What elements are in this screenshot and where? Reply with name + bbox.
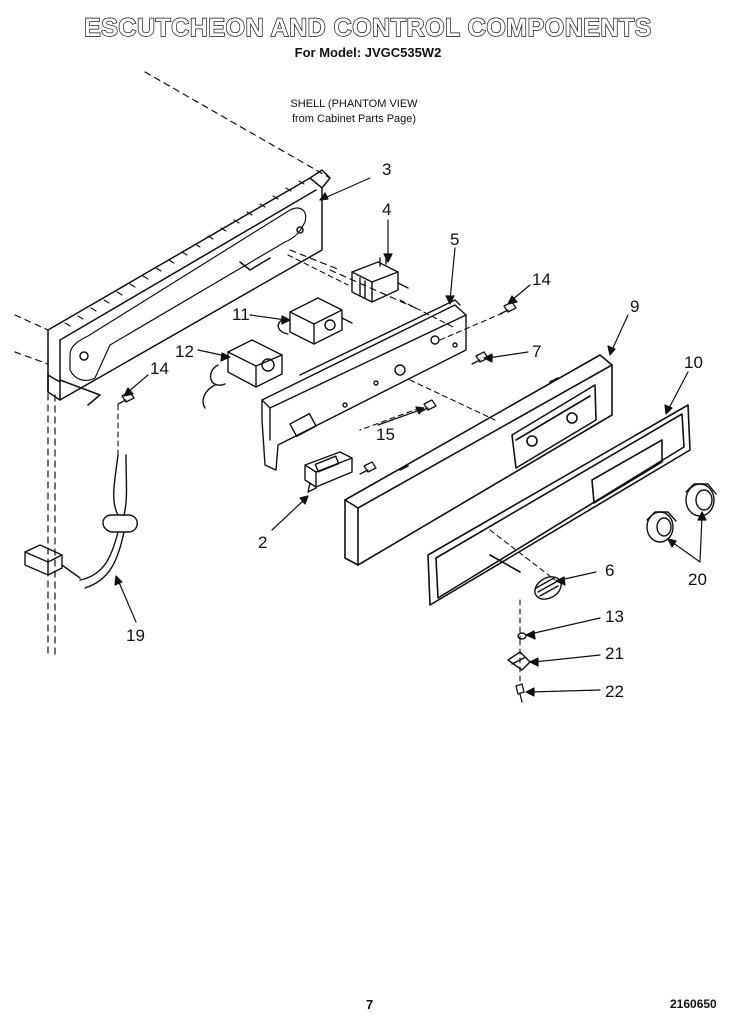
callout-6: 6 xyxy=(605,561,614,580)
rear-panel xyxy=(47,169,331,406)
callout-13: 13 xyxy=(605,607,624,626)
callout-numbers: 3 4 5 14 9 11 12 14 7 10 15 2 6 20 13 21… xyxy=(126,160,707,701)
note-line-2: from Cabinet Parts Page) xyxy=(291,113,417,125)
terminal-block xyxy=(304,451,353,493)
callout-9: 9 xyxy=(630,297,639,316)
document-number: 2160650 xyxy=(670,997,717,1011)
callout-11: 11 xyxy=(232,305,250,324)
power-cord xyxy=(24,454,138,589)
callout-22: 22 xyxy=(605,682,624,701)
control-bracket xyxy=(261,299,467,471)
clip xyxy=(507,651,531,671)
callout-2: 2 xyxy=(258,533,267,552)
selector-switch xyxy=(351,255,409,303)
model-subtitle: For Model: JVGC535W2 xyxy=(294,45,442,60)
callout-4: 4 xyxy=(382,200,391,219)
indicator-lens xyxy=(534,576,562,600)
guide-lines xyxy=(117,254,556,686)
leader-lines xyxy=(114,177,707,697)
thermostat xyxy=(202,339,283,409)
callout-3: 3 xyxy=(382,160,391,179)
knobs xyxy=(646,483,717,543)
callout-7: 7 xyxy=(532,342,541,361)
page-number: 7 xyxy=(366,997,374,1012)
note-line-1: SHELL (PHANTOM VIEW xyxy=(290,98,418,110)
callout-21: 21 xyxy=(605,644,624,663)
callout-10: 10 xyxy=(684,353,703,372)
phantom-shell xyxy=(14,71,421,656)
callout-15: 15 xyxy=(376,425,395,444)
diagram-title: ESCUTCHEON AND CONTROL COMPONENTS xyxy=(83,13,652,42)
shell-phantom-note: SHELL (PHANTOM VIEW from Cabinet Parts P… xyxy=(244,97,464,127)
callout-19: 19 xyxy=(126,626,145,645)
callout-5: 5 xyxy=(450,230,459,249)
callout-12: 12 xyxy=(175,342,194,361)
callout-14-right: 14 xyxy=(532,270,551,289)
timer-control xyxy=(277,297,353,345)
washer xyxy=(517,632,527,640)
escutcheon xyxy=(344,354,613,566)
bezel-overlay xyxy=(427,404,691,606)
screws xyxy=(117,301,525,703)
callout-20: 20 xyxy=(688,570,707,589)
callout-14-left: 14 xyxy=(150,359,169,378)
